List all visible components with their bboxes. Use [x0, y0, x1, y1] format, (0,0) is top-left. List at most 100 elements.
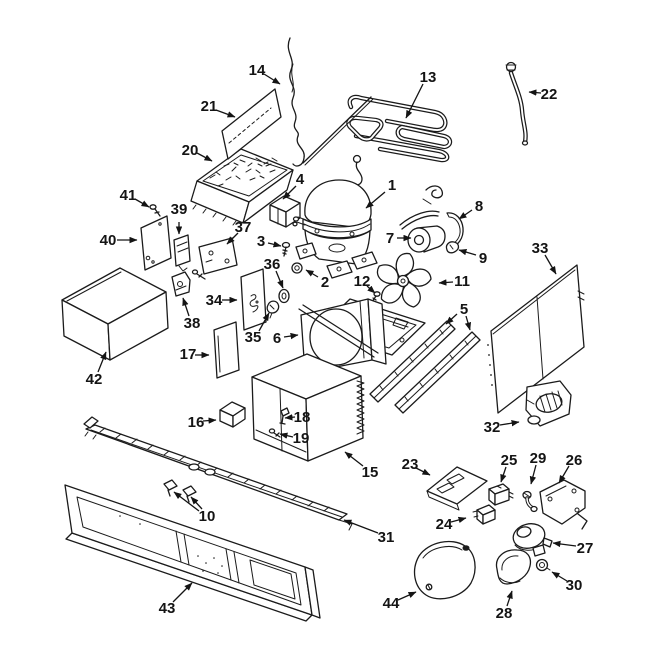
cover-plate — [198, 237, 238, 275]
callout-37: 37 — [235, 219, 252, 236]
callout-arrow-6 — [283, 332, 299, 340]
clip-35 — [266, 300, 280, 319]
callout-14: 14 — [249, 62, 266, 79]
callout-arrow-3 — [267, 241, 282, 248]
callout-42: 42 — [86, 371, 103, 388]
callout-10: 10 — [199, 508, 216, 525]
rear-panel — [487, 264, 585, 414]
rail-clips — [163, 479, 197, 503]
callout-31: 31 — [378, 529, 395, 546]
callout-1: 1 — [388, 177, 396, 194]
callout-arrow-43 — [172, 582, 193, 603]
callout-arrow-10 — [173, 491, 200, 512]
callout-arrow-42 — [97, 351, 107, 373]
callout-arrow-11 — [438, 279, 454, 286]
capacitor — [219, 401, 246, 428]
callout-arrow-19 — [279, 432, 294, 439]
module — [173, 234, 191, 272]
callout-arrow-28 — [506, 590, 513, 607]
access-panel — [221, 88, 282, 160]
callout-34: 34 — [206, 292, 223, 309]
control-panel — [140, 215, 172, 271]
callout-arrow-29 — [529, 464, 537, 485]
callout-arrow-10 — [190, 496, 203, 510]
valve-bracket — [539, 479, 588, 530]
callout-arrow-37 — [226, 232, 239, 245]
water-valve — [512, 523, 553, 557]
grommet-30 — [535, 558, 551, 572]
callout-43: 43 — [159, 600, 176, 617]
callout-3: 3 — [257, 233, 265, 250]
callout-26: 26 — [566, 452, 583, 469]
callout-19: 19 — [293, 430, 310, 447]
defrost-heater — [346, 94, 453, 163]
callout-8: 8 — [475, 198, 483, 215]
switch-24 — [472, 504, 496, 525]
callout-24: 24 — [436, 516, 453, 533]
callout-arrow-33 — [544, 254, 557, 275]
callout-16: 16 — [188, 414, 205, 431]
callout-arrow-14 — [263, 73, 281, 85]
callout-arrow-41 — [134, 198, 150, 208]
hinge-bracket — [171, 269, 206, 297]
callout-11: 11 — [454, 273, 470, 290]
fan-motor — [407, 225, 446, 253]
clamp — [445, 241, 460, 254]
side-panel — [213, 321, 240, 379]
callout-arrow-21 — [215, 109, 236, 118]
callout-28: 28 — [496, 605, 513, 622]
callout-25: 25 — [501, 452, 518, 469]
callout-arrow-38 — [182, 297, 190, 317]
callout-arrow-12 — [366, 285, 376, 294]
callout-layer: 1234567891011121314151617181920212223242… — [86, 62, 594, 622]
callout-30: 30 — [566, 577, 583, 594]
callout-4: 4 — [296, 171, 305, 188]
callout-arrow-30 — [551, 571, 568, 582]
compressor — [292, 179, 378, 279]
elbow-fitting — [522, 490, 538, 513]
callout-44: 44 — [383, 595, 400, 612]
callout-35: 35 — [245, 329, 262, 346]
grommet-36 — [278, 288, 290, 304]
callout-23: 23 — [402, 456, 419, 473]
callout-7: 7 — [386, 230, 394, 247]
callout-arrow-5 — [445, 313, 458, 325]
callout-arrow-9 — [458, 249, 477, 256]
screw-19 — [268, 428, 281, 438]
callout-arrow-31 — [343, 519, 379, 534]
callout-33: 33 — [532, 240, 549, 257]
compartment-cover — [61, 267, 169, 361]
callout-22: 22 — [541, 86, 558, 103]
callout-arrow-35 — [258, 312, 270, 332]
wire-harness — [287, 37, 305, 167]
callout-27: 27 — [577, 540, 594, 557]
support-rail — [83, 416, 353, 531]
callout-arrow-27 — [552, 540, 577, 548]
fan-blade — [376, 252, 432, 308]
relay-cover — [269, 195, 301, 228]
clip-18 — [279, 407, 290, 425]
callout-20: 20 — [182, 142, 199, 159]
callout-17: 17 — [180, 346, 197, 363]
coil-plate — [240, 268, 267, 331]
callout-arrow-20 — [196, 152, 213, 162]
callout-29: 29 — [530, 450, 547, 467]
callout-18: 18 — [294, 409, 311, 426]
callout-21: 21 — [201, 98, 218, 115]
callout-6: 6 — [273, 330, 281, 347]
callout-arrow-8 — [458, 209, 473, 220]
switch-25 — [488, 483, 514, 506]
callout-arrow-25 — [500, 466, 507, 483]
callout-15: 15 — [362, 464, 379, 481]
callout-arrow-44 — [397, 591, 417, 601]
callout-arrow-5 — [464, 315, 472, 331]
callout-12: 12 — [354, 273, 371, 290]
callout-41: 41 — [120, 187, 137, 204]
callout-arrow-1 — [365, 191, 386, 209]
callout-arrow-15 — [344, 451, 364, 467]
callout-arrow-2 — [305, 269, 319, 278]
callout-13: 13 — [420, 69, 437, 86]
callout-arrow-16 — [202, 417, 217, 424]
